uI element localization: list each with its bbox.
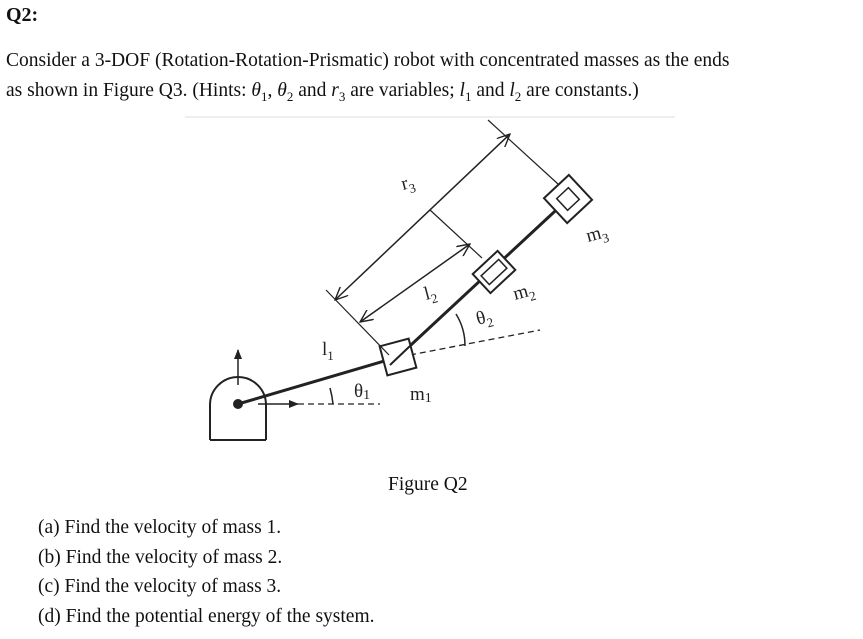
sub-question-c: (c) Find the velocity of mass 3. (38, 576, 282, 597)
label-l2: l2 (422, 281, 440, 307)
problem-line-2-start: as shown in Figure Q3. (Hints: (6, 80, 252, 101)
sub-question-list: (a) Find the velocity of mass 1. (b) Fin… (38, 513, 375, 631)
sub-question-d: (d) Find the potential energy of the sys… (38, 605, 375, 627)
theta1-arc (329, 387, 334, 405)
r3-extension-end (487, 119, 559, 185)
r-3-symbol: r (331, 80, 339, 101)
theta2-arc (455, 313, 466, 347)
link-1 (237, 355, 399, 406)
l-2-symbol: l (509, 80, 515, 101)
theta-1-symbol: θ (251, 80, 261, 101)
constants-phrase: are constants.) (521, 80, 639, 101)
problem-line-1: Consider a 3-DOF (Rotation-Rotation-Pris… (6, 50, 730, 71)
mass-3-block (542, 173, 594, 225)
theta-2-symbol: θ (277, 80, 287, 101)
problem-statement: Consider a 3-DOF (Rotation-Rotation-Pris… (6, 50, 730, 104)
sub-question-b: (b) Find the velocity of mass 2. (38, 546, 283, 568)
label-theta2: θ2 (474, 306, 495, 333)
label-r3: r3 (399, 171, 418, 198)
sub-question-a: (a) Find the velocity of mass 1. (38, 517, 282, 538)
l-1-symbol: l (459, 80, 465, 101)
theta2-reference-line (409, 329, 541, 356)
figure-caption: Figure Q2 (388, 474, 468, 495)
mass-2-block (471, 249, 517, 295)
label-m1: m1 (410, 384, 432, 406)
label-l1: l1 (322, 339, 334, 363)
label-theta1: θ1 (354, 381, 370, 403)
label-m2: m2 (511, 279, 538, 308)
l2-dimension-arrow (360, 244, 470, 322)
question-heading: Q2: (6, 4, 39, 26)
link-2-through-mass-1 (389, 345, 411, 366)
l2-extension-end (429, 209, 483, 259)
variables-phrase: are variables; (345, 80, 460, 101)
label-m3: m3 (584, 221, 611, 250)
